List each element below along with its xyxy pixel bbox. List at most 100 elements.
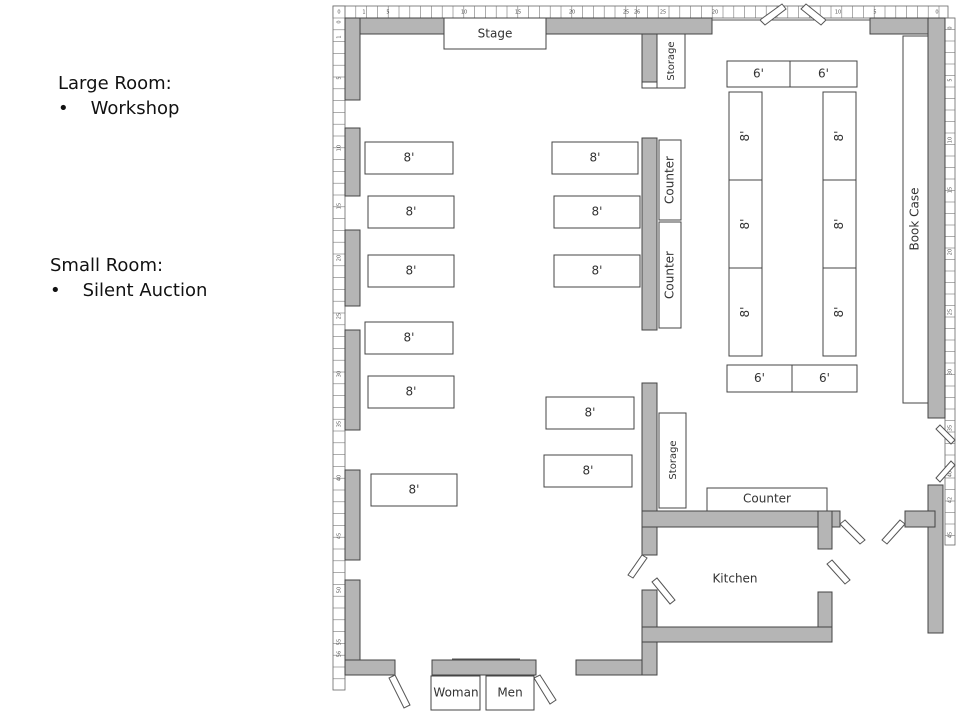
door-top-right[interactable] bbox=[800, 3, 827, 26]
ruler-label: 25 bbox=[660, 10, 666, 16]
table[interactable] bbox=[728, 179, 763, 269]
table-size-label: 8' bbox=[832, 131, 846, 142]
table-size-label: 8' bbox=[738, 307, 752, 318]
table[interactable] bbox=[822, 91, 857, 181]
wall-left bbox=[344, 469, 361, 561]
door-kitchen-right[interactable] bbox=[826, 559, 851, 585]
ruler-label: 0 bbox=[948, 26, 954, 29]
large-room-title: Large Room: bbox=[58, 73, 172, 94]
door-top-left[interactable] bbox=[759, 3, 787, 26]
table-size-label: 6' bbox=[754, 371, 765, 385]
wall-bottom bbox=[431, 659, 537, 676]
door-kitchen-left-2[interactable] bbox=[651, 577, 676, 605]
book-case bbox=[902, 35, 929, 404]
wall-storage bbox=[641, 33, 658, 83]
table-size-label: 6' bbox=[753, 67, 764, 81]
ruler-label: 0 bbox=[935, 10, 938, 16]
table[interactable] bbox=[545, 396, 635, 430]
counter-kitchen-label: Counter bbox=[743, 492, 791, 506]
ruler-label: 1 bbox=[362, 10, 365, 16]
table-size-label: 8' bbox=[406, 264, 417, 278]
storage-lower bbox=[658, 412, 687, 509]
ruler-label: 42 bbox=[948, 497, 954, 503]
wall-kitchen-right bbox=[817, 510, 833, 550]
table[interactable] bbox=[789, 60, 858, 88]
ruler-label: 50 bbox=[337, 587, 343, 593]
counter-upper bbox=[658, 139, 682, 221]
ruler-label: 25 bbox=[337, 313, 343, 319]
wall-left bbox=[344, 17, 361, 101]
ruler-label: 20 bbox=[712, 10, 718, 16]
ruler-label: 45 bbox=[337, 533, 343, 539]
door-right-lower[interactable] bbox=[935, 460, 956, 483]
door-right-upper[interactable] bbox=[935, 424, 956, 445]
table-size-label: 6' bbox=[819, 371, 830, 385]
ruler-label: 10 bbox=[948, 137, 954, 143]
wall-left bbox=[344, 127, 361, 197]
ruler-label: 5 bbox=[386, 10, 389, 16]
restroom-men[interactable] bbox=[485, 675, 535, 711]
table[interactable] bbox=[553, 195, 641, 229]
table[interactable] bbox=[367, 195, 455, 229]
door-bottom-right[interactable] bbox=[533, 674, 557, 705]
wall-kitchen-bottom bbox=[641, 626, 833, 643]
ruler-label: 5 bbox=[948, 78, 954, 81]
ruler-label: 35 bbox=[337, 421, 343, 427]
bullet: • bbox=[50, 280, 61, 301]
wall-left bbox=[344, 329, 361, 431]
door-side-left[interactable] bbox=[839, 519, 866, 545]
ruler-label: 20 bbox=[569, 10, 575, 16]
table[interactable] bbox=[728, 267, 763, 357]
table-size-label: 8' bbox=[832, 307, 846, 318]
storage-top bbox=[656, 33, 686, 89]
table-size-label: 8' bbox=[409, 483, 420, 497]
table[interactable] bbox=[822, 179, 857, 269]
ruler-label: 20 bbox=[337, 255, 343, 261]
table[interactable] bbox=[364, 141, 454, 175]
table[interactable] bbox=[543, 454, 633, 488]
ruler-label: 30 bbox=[948, 369, 954, 375]
storage-top-label: Storage bbox=[666, 41, 677, 80]
wall-cap bbox=[641, 81, 658, 89]
wall-right bbox=[927, 484, 944, 634]
wall-kitchen-top bbox=[641, 510, 841, 528]
ruler-label: 30 bbox=[337, 371, 343, 377]
table-size-label: 8' bbox=[585, 406, 596, 420]
stage bbox=[443, 17, 547, 50]
table[interactable] bbox=[822, 267, 857, 357]
restroom-women[interactable] bbox=[430, 675, 481, 711]
table[interactable] bbox=[367, 375, 455, 409]
table[interactable] bbox=[551, 141, 639, 175]
wall-right-stub bbox=[904, 510, 936, 528]
table-size-label: 8' bbox=[738, 131, 752, 142]
table[interactable] bbox=[728, 91, 763, 181]
ruler-label: 0 bbox=[337, 20, 343, 23]
restroom-women-label: Woman bbox=[433, 686, 478, 700]
door-side-right[interactable] bbox=[881, 519, 906, 545]
table[interactable] bbox=[370, 473, 458, 507]
ruler-label: 56 bbox=[337, 651, 343, 657]
table[interactable] bbox=[726, 364, 793, 393]
ruler-label: 1 bbox=[337, 35, 343, 38]
ruler-label: 20 bbox=[948, 249, 954, 255]
ruler-label: 10 bbox=[461, 10, 467, 16]
door-kitchen-left[interactable] bbox=[627, 554, 648, 579]
small-room-note: Small Room: •Silent Auction bbox=[50, 255, 207, 301]
ruler-label: 5 bbox=[873, 10, 876, 16]
ruler-label: 26 bbox=[634, 10, 640, 16]
table[interactable] bbox=[553, 254, 641, 288]
ruler-label: 0 bbox=[337, 10, 340, 16]
door-bottom-left[interactable] bbox=[388, 674, 411, 709]
small-room-title: Small Room: bbox=[50, 255, 164, 276]
wall-right bbox=[927, 17, 946, 419]
ruler-label: 40 bbox=[337, 475, 343, 481]
ruler-label: 25 bbox=[948, 309, 954, 315]
table-size-label: 8' bbox=[592, 205, 603, 219]
table[interactable] bbox=[791, 364, 858, 393]
table-size-label: 8' bbox=[404, 331, 415, 345]
table[interactable] bbox=[364, 321, 454, 355]
restroom-men-label: Men bbox=[497, 686, 522, 700]
table[interactable] bbox=[726, 60, 791, 88]
ruler-label: 25 bbox=[623, 10, 629, 16]
table[interactable] bbox=[367, 254, 455, 288]
